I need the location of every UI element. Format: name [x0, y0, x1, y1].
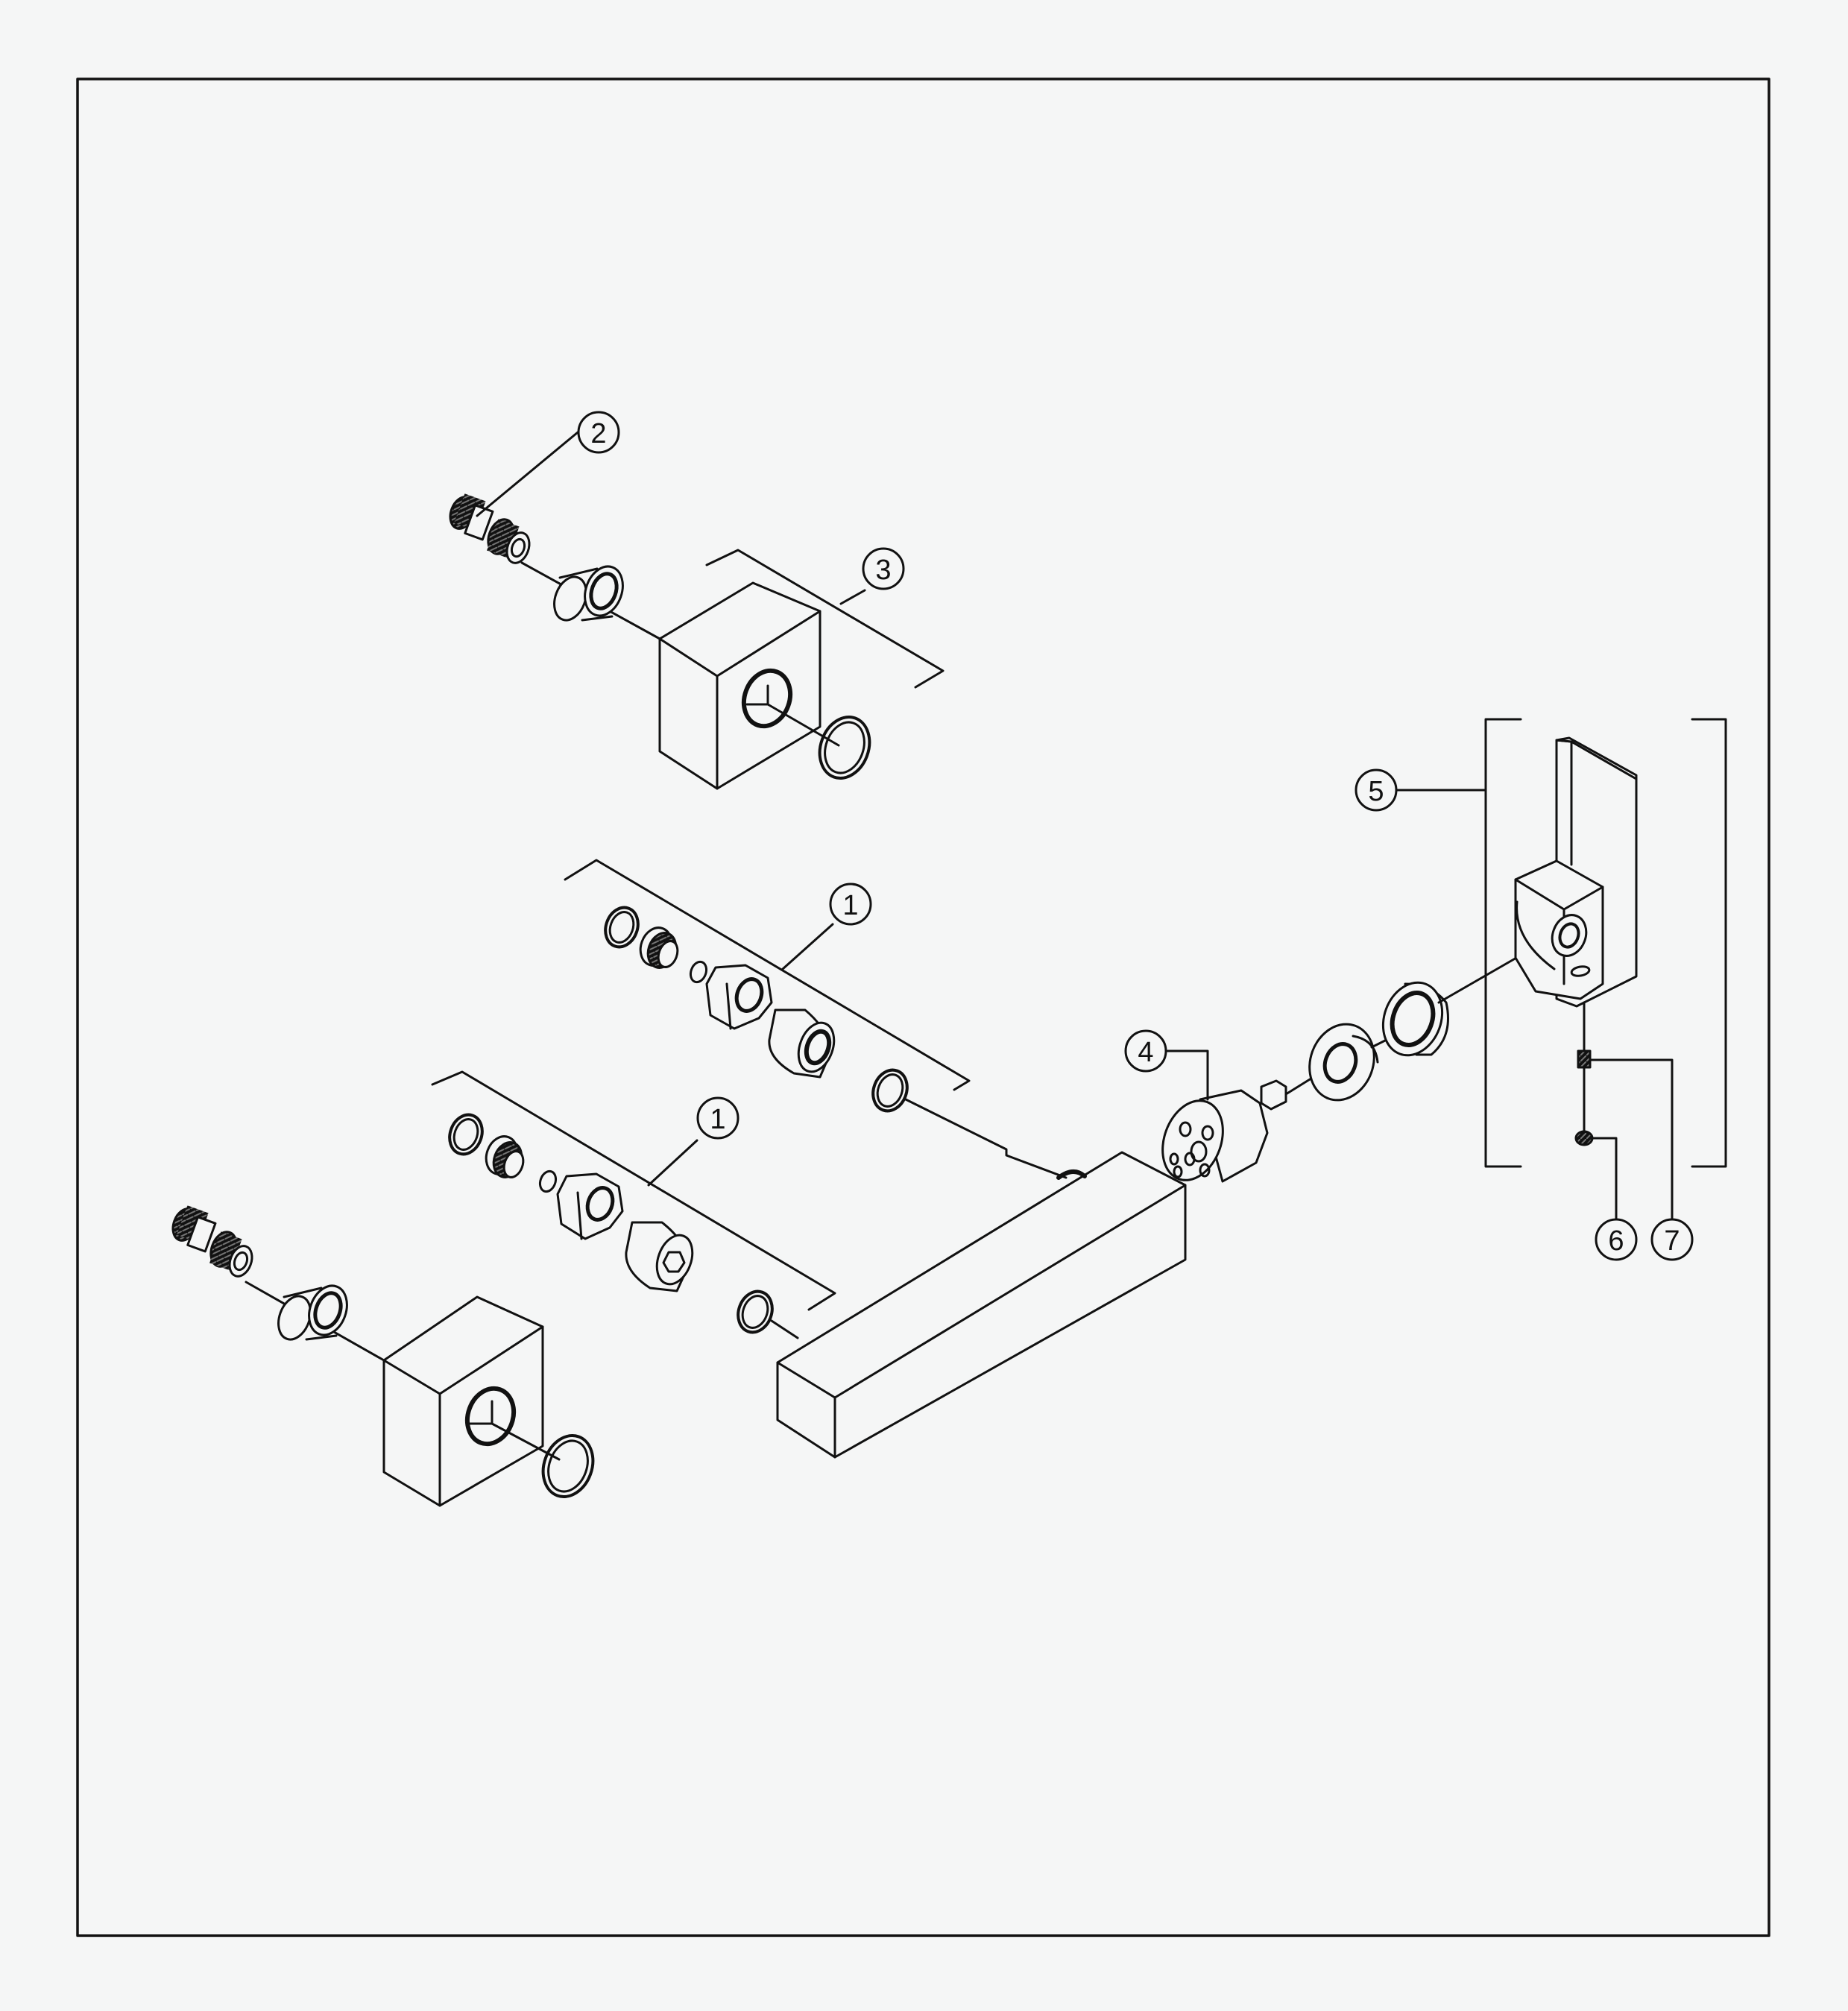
- lower-connector-o-ring-2: [538, 1169, 558, 1193]
- lower-connector-o-ring-3: [737, 1289, 774, 1334]
- upper-sleeve-nut: [553, 563, 624, 622]
- lower-connector-sleeve: [625, 1221, 694, 1292]
- upper-connector-o-ring-2: [689, 960, 708, 984]
- lower-sleeve-nut: [277, 1282, 348, 1341]
- handle-adapter-cap: [1381, 981, 1449, 1057]
- upper-valve-cartridge: [449, 493, 531, 564]
- callout-7: 7: [1650, 1218, 1694, 1261]
- drawing-frame: [76, 78, 1770, 1937]
- callout-1b-label: 1: [710, 1104, 725, 1135]
- lower-connector-hex-nut: [556, 1172, 624, 1240]
- mixer-cartridge: [1161, 1079, 1287, 1183]
- upper-rosette-block: [658, 581, 821, 790]
- upper-connector-check-valve: [639, 926, 679, 969]
- upper-connector-o-ring-1: [604, 906, 640, 949]
- mixer-body: [776, 1151, 1187, 1459]
- callout-2: 2: [577, 411, 620, 454]
- callout-7-label: 7: [1664, 1225, 1680, 1257]
- callout-4: 4: [1124, 1029, 1167, 1073]
- callout-1a: 1: [829, 883, 872, 926]
- callout-4-label: 4: [1138, 1037, 1153, 1068]
- callout-6-label: 6: [1608, 1225, 1624, 1257]
- lower-connector-o-ring-1: [448, 1113, 484, 1156]
- callout-3-label: 3: [875, 555, 891, 586]
- callout-1b: 1: [696, 1096, 739, 1140]
- callout-1a-label: 1: [842, 890, 858, 921]
- upper-connector-sleeve: [768, 1008, 836, 1079]
- lever-handle: [1514, 736, 1638, 1008]
- upper-rosette-o-ring: [818, 716, 871, 780]
- upper-connector-o-ring-3: [871, 1068, 909, 1113]
- callout-5-label: 5: [1368, 776, 1384, 807]
- grub-screw-7: [1577, 1049, 1592, 1069]
- lower-rosette-block: [382, 1295, 544, 1507]
- lower-valve-cartridge: [171, 1205, 253, 1278]
- lower-rosette-o-ring: [541, 1434, 595, 1498]
- upper-connector-hex-nut: [705, 964, 773, 1030]
- lower-connector-check-valve: [485, 1135, 525, 1178]
- callout-6: 6: [1595, 1218, 1638, 1261]
- callout-5: 5: [1355, 768, 1398, 812]
- callout-3: 3: [862, 547, 905, 590]
- callout-2-label: 2: [590, 418, 606, 449]
- cartridge-flange-nut: [1308, 1023, 1379, 1102]
